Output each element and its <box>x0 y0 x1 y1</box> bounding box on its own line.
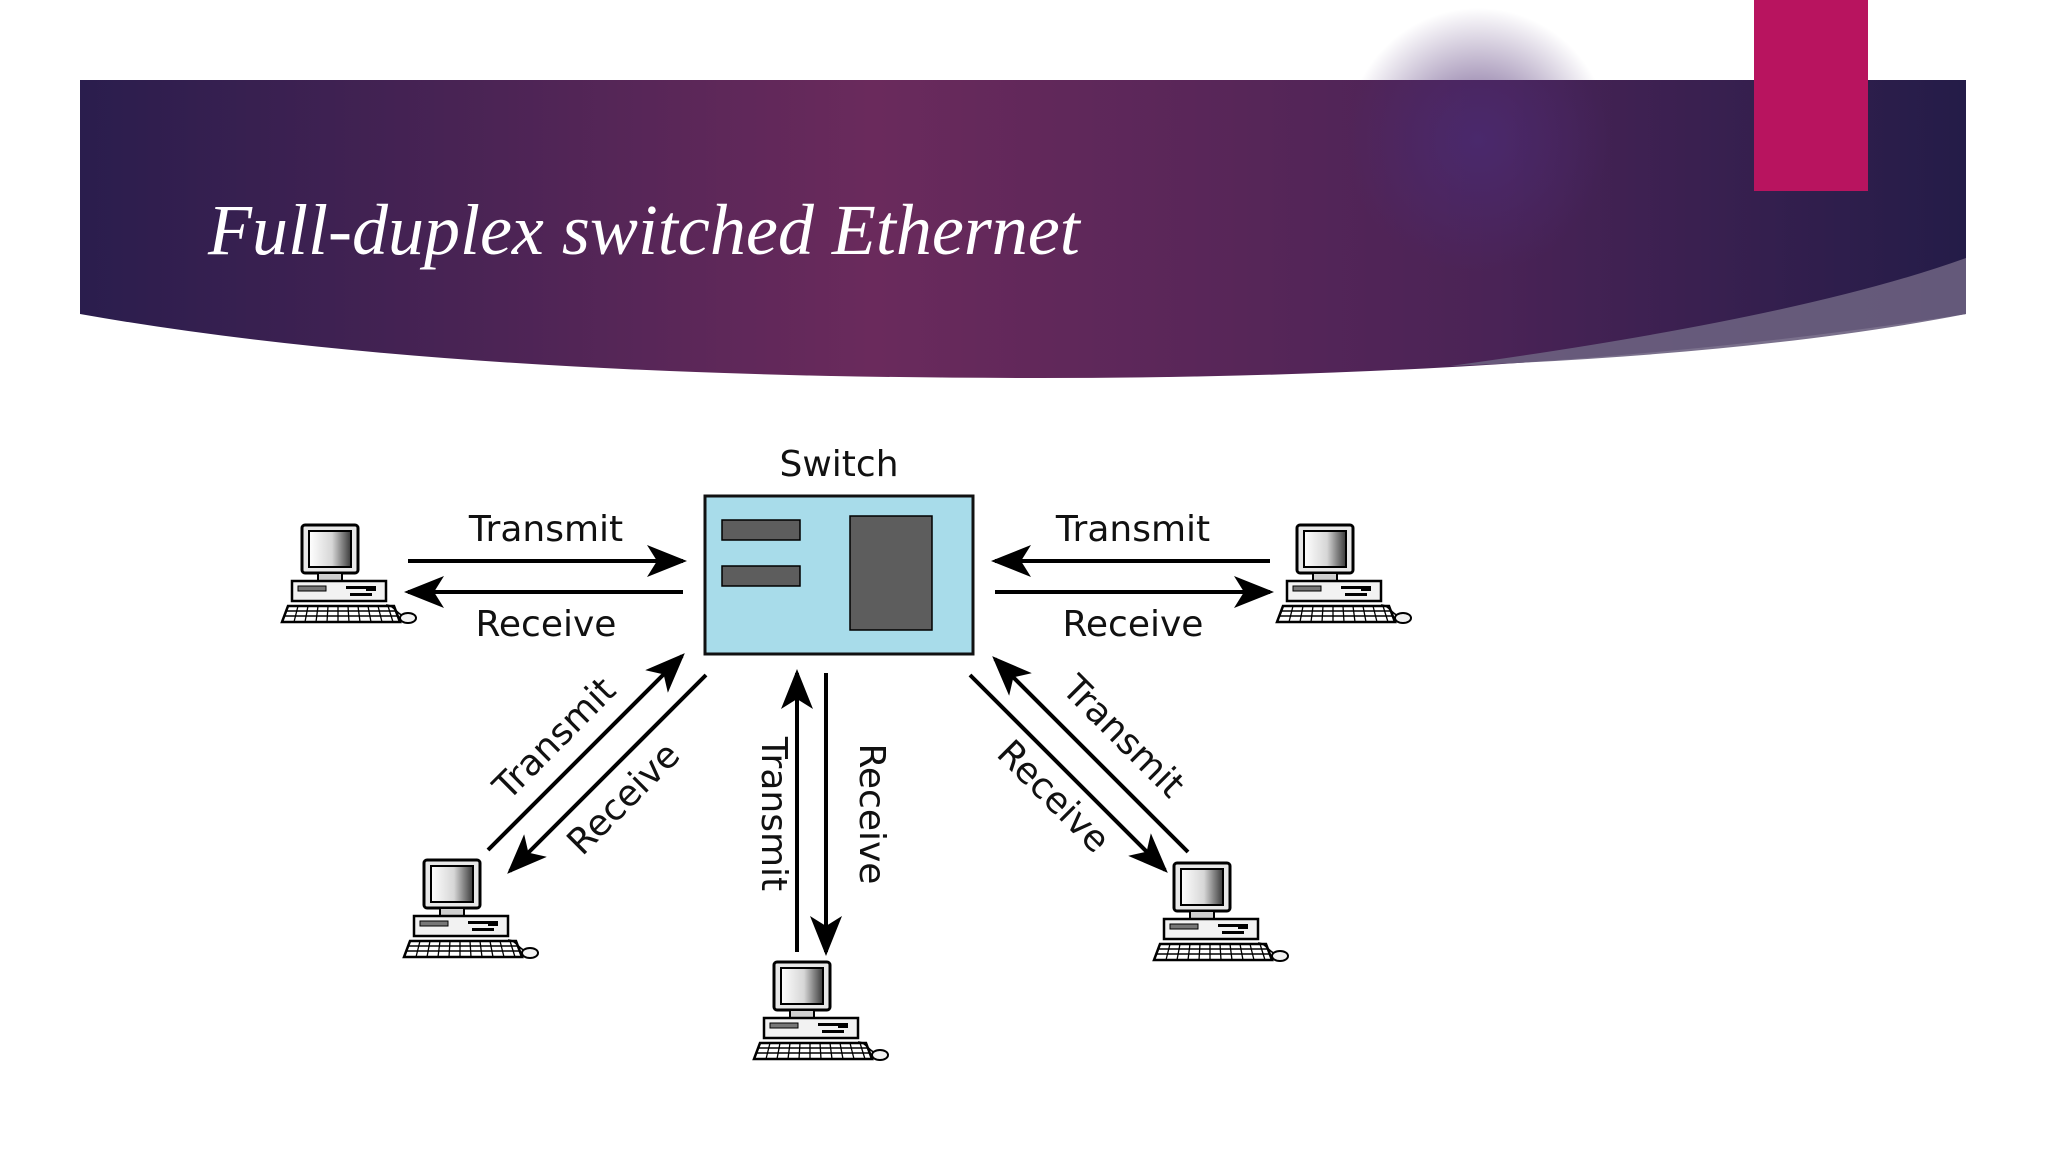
receive-label: Receive <box>851 744 892 885</box>
switch-port <box>721 565 801 587</box>
link-bottom-right: Transmit Receive <box>968 656 1192 873</box>
title-banner <box>80 8 1966 378</box>
receive-label: Receive <box>989 733 1118 862</box>
transmit-label: Transmit <box>753 736 794 891</box>
receive-label: Receive <box>1063 604 1204 645</box>
receive-arrow <box>968 673 1168 873</box>
transmit-arrow <box>486 653 685 852</box>
link-bottom-left: Transmit Receive <box>485 653 708 874</box>
link-right: Transmit Receive <box>991 509 1274 645</box>
receive-label: Receive <box>476 604 617 645</box>
switch-port <box>721 519 801 541</box>
switch-label: Switch <box>779 444 898 485</box>
transmit-label: Transmit <box>485 670 624 809</box>
receive-label: Receive <box>560 735 689 864</box>
receive-arrow <box>507 673 708 874</box>
switch: Switch <box>703 444 975 656</box>
switch-panel <box>849 515 933 631</box>
desktop-computer-icon <box>280 523 418 625</box>
transmit-arrow <box>992 656 1190 854</box>
transmit-label: Transmit <box>1055 509 1210 550</box>
accent-tab <box>1754 0 1868 191</box>
desktop-computer-icon <box>1275 523 1413 625</box>
slide-title: Full-duplex switched Ethernet <box>208 190 1080 270</box>
desktop-computer-icon <box>752 960 890 1062</box>
desktop-computer-icon <box>1152 861 1290 963</box>
desktop-computer-icon <box>402 858 540 960</box>
transmit-label: Transmit <box>468 509 623 550</box>
link-bottom: Transmit Receive <box>753 669 892 956</box>
link-left: Transmit Receive <box>404 509 687 645</box>
